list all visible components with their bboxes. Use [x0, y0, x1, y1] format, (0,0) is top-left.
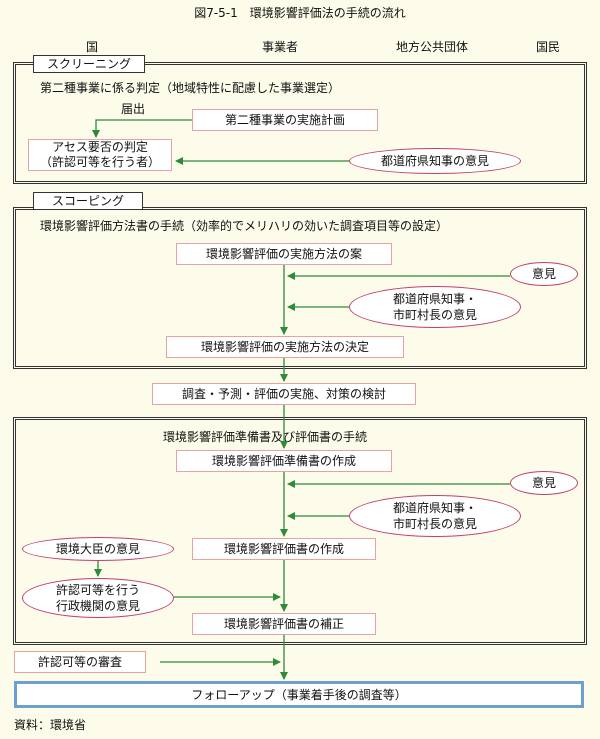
revise-box: 環境影響評価書の補正: [192, 613, 376, 635]
authority-line1: 許認可等を行う: [55, 583, 140, 597]
eis-gov-line1: 都道府県知事・: [392, 501, 477, 515]
create-box: 環境影響評価書の作成: [192, 538, 376, 560]
survey-box: 調査・予測・評価の実施、対策の検討: [152, 383, 416, 405]
column-header-local-gov: 地方公共団体: [396, 40, 469, 54]
column-header-business: 事業者: [262, 40, 299, 54]
scoping-heading: 環境影響評価方法書の手続（効率的でメリハリの効いた調査項目等の設定）: [40, 219, 449, 233]
prep-box: 環境影響評価準備書の作成: [176, 450, 392, 472]
scoping-gov-line1: 都道府県知事・: [392, 292, 477, 306]
governor-opinion-oval: 都道府県知事の意見: [349, 148, 521, 174]
scoping-decision-box: 環境影響評価の実施方法の決定: [166, 336, 404, 358]
minister-opinion-oval: 環境大臣の意見: [22, 537, 174, 561]
eis-gov-line2: 市町村長の意見: [392, 517, 477, 531]
eis-gov-oval: 都道府県知事・ 市町村長の意見: [349, 495, 521, 537]
followup-box: フォローアップ（事業着手後の調査等）: [14, 681, 584, 708]
judgement-line1: アセス要否の判定: [52, 140, 148, 154]
column-header-nation: 国: [86, 40, 99, 54]
authority-line2: 行政機関の意見: [55, 599, 140, 613]
review-box: 許認可等の審査: [14, 651, 146, 673]
scoping-tag: スコーピング: [33, 192, 143, 210]
authority-opinion-oval: 許認可等を行う 行政機関の意見: [22, 578, 174, 618]
plan-box: 第二種事業の実施計画: [192, 109, 378, 131]
eis-opinion-oval: 意見: [510, 471, 578, 495]
judgement-line2: （許認可等を行う者）: [39, 155, 160, 169]
figure-title: 図7-5-1 環境影響評価法の手続の流れ: [194, 6, 406, 20]
arrow-plan-to-judgement: [92, 119, 192, 138]
notice-label: 届出: [121, 102, 146, 116]
screening-heading: 第二種事業に係る判定（地域特性に配慮した事業選定）: [40, 81, 341, 95]
judgement-box: アセス要否の判定 （許認可等を行う者）: [28, 139, 172, 171]
scoping-opinion-oval: 意見: [510, 262, 578, 286]
scoping-draft-box: 環境影響評価の実施方法の案: [176, 243, 392, 265]
scoping-gov-oval: 都道府県知事・ 市町村長の意見: [349, 286, 521, 328]
source-note: 資料：環境省: [14, 718, 87, 732]
screening-tag: スクリーニング: [33, 55, 145, 73]
column-header-public: 国民: [536, 40, 561, 54]
eis-heading: 環境影響評価準備書及び評価書の手続: [163, 430, 368, 444]
scoping-gov-line2: 市町村長の意見: [392, 308, 477, 322]
